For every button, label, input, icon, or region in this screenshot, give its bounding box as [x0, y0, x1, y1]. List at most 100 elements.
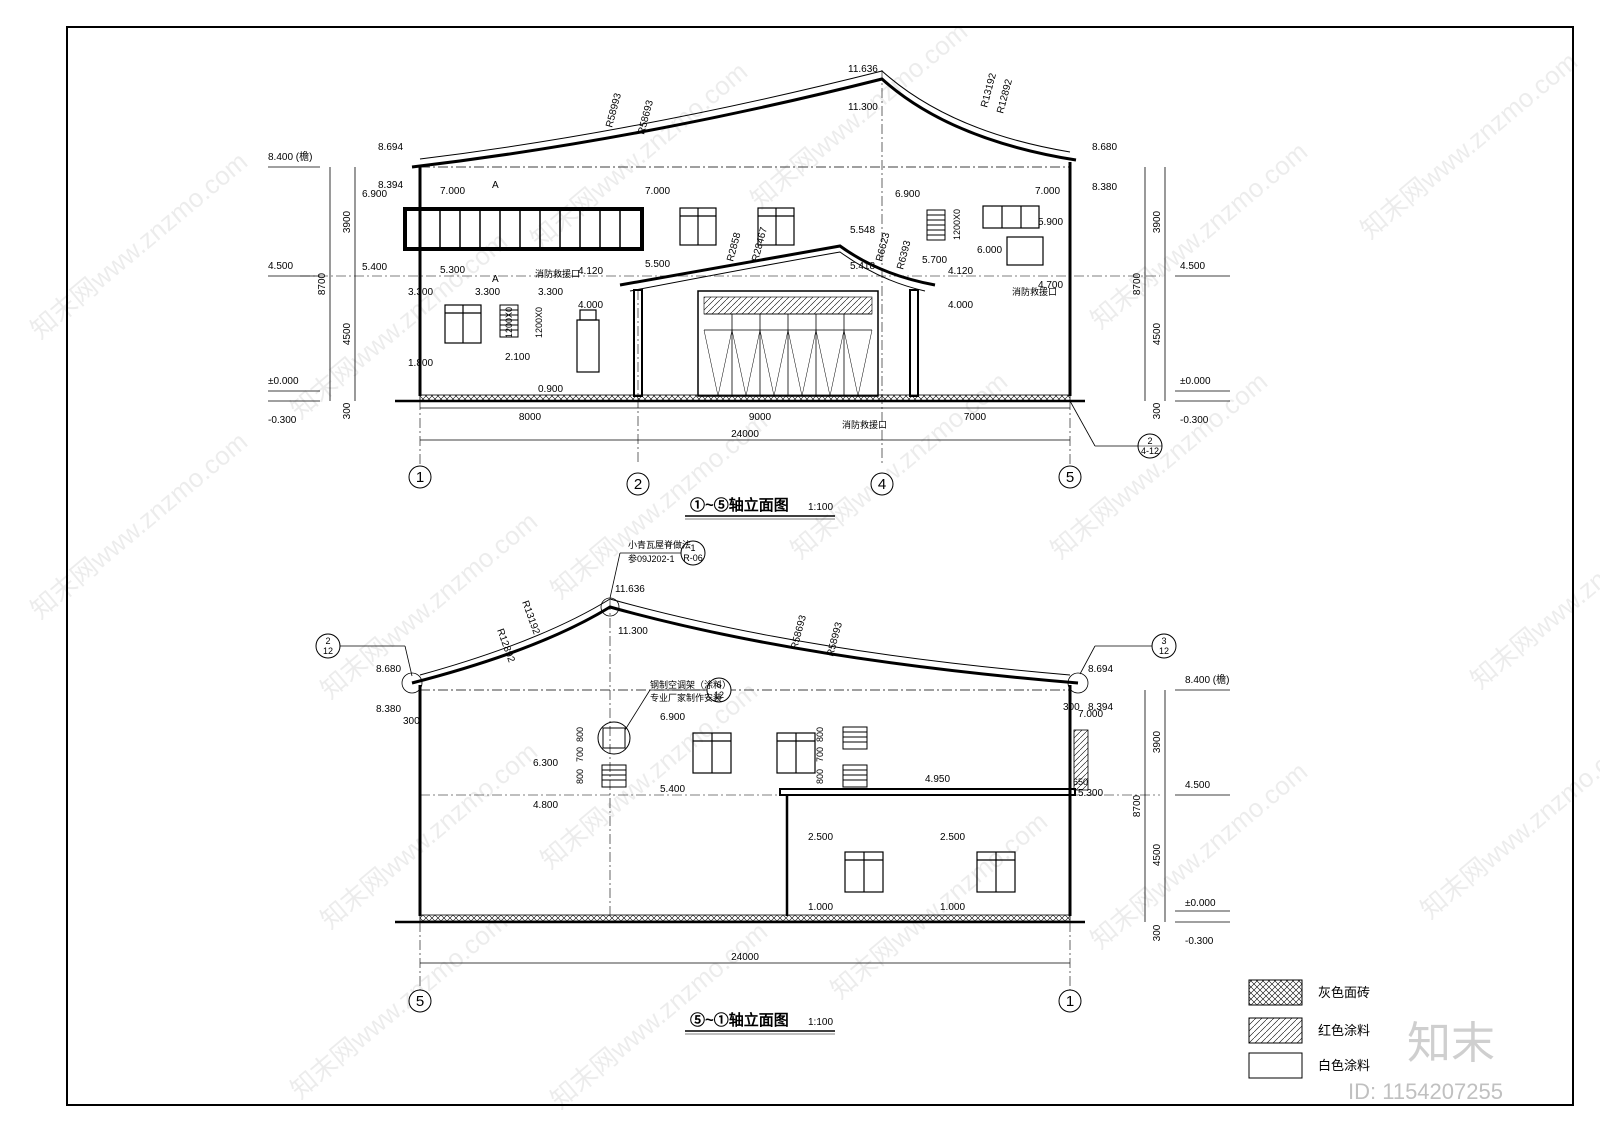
- eave-level: 8.680: [376, 664, 401, 675]
- grille-note: 专业厂家制作安装: [650, 692, 722, 703]
- eave-level: 8.680: [1092, 142, 1117, 153]
- detail-ref: 2: [325, 636, 330, 646]
- rescue-label: 消防救援口: [535, 268, 580, 279]
- elev-mark: 300: [1063, 702, 1080, 713]
- windows-e1: [444, 205, 1044, 373]
- elev-mark: 800: [815, 727, 825, 742]
- elev-mark: 5.548: [850, 225, 875, 236]
- level-mark: ±0.000: [1180, 376, 1211, 387]
- radius-label: R2858: [725, 231, 743, 263]
- legend-swatch-crosshatch: [1248, 979, 1303, 1006]
- material-legend: 灰色面砖 红色涂料 白色涂料: [1248, 979, 1370, 1079]
- elev-mark: 5.300: [440, 265, 465, 276]
- elev-mark: 3.300: [538, 287, 563, 298]
- radius-label: R28467: [750, 226, 770, 263]
- elev-mark: 800: [575, 769, 585, 784]
- vertical-dim: 4500: [1152, 322, 1163, 345]
- elev-mark: 1200X0: [534, 307, 544, 338]
- elev-mark: 2.100: [505, 352, 530, 363]
- elev-mark: 4.120: [578, 266, 603, 277]
- elev-mark: 5.500: [645, 259, 670, 270]
- elev-mark: 3.300: [408, 287, 433, 298]
- elev-mark: 1.000: [940, 902, 965, 913]
- rescue-label: 消防救援口: [842, 419, 887, 430]
- radius-label: R12892: [995, 78, 1015, 115]
- span-dim: 7000: [964, 412, 987, 423]
- vertical-dim: 3900: [1152, 210, 1163, 233]
- span-dim: 8000: [519, 412, 542, 423]
- elev-mark: 5.400: [660, 784, 685, 795]
- detail-ref: 12: [714, 690, 724, 700]
- watermark-text: 知末网www.znzmo.com: [315, 506, 543, 704]
- level-mark: -0.300: [1185, 936, 1214, 947]
- watermark-text: 知末网www.znzmo.com: [745, 16, 973, 214]
- detail-ref: R-06: [683, 553, 703, 563]
- axis-label: 2: [634, 476, 642, 493]
- legend-swatch-blank: [1248, 1052, 1303, 1079]
- elev-mark: 2.500: [808, 832, 833, 843]
- elev-mark: 4.950: [925, 774, 950, 785]
- level-mark: 4.500: [268, 261, 293, 272]
- elev-mark: 6.000: [977, 245, 1002, 256]
- detail-ref: 4-12: [1141, 446, 1159, 456]
- elev-mark: 650: [1073, 777, 1088, 787]
- elev-mark: 300: [403, 716, 420, 727]
- vertical-dim: 3900: [1152, 730, 1163, 753]
- elev-mark: 3.300: [475, 287, 500, 298]
- roof-curve: [411, 605, 1079, 685]
- total-dim: 24000: [731, 429, 759, 440]
- radius-label: R58993: [825, 621, 845, 658]
- section-mark: A: [492, 274, 499, 285]
- ridge-level: 11.300: [618, 626, 648, 637]
- elev-mark: 5.900: [1038, 217, 1063, 228]
- axis-label: 1: [1066, 993, 1074, 1010]
- vertical-dim: 8700: [1132, 794, 1143, 817]
- grille-note: 钢制空调架（涂料）: [650, 679, 731, 690]
- watermark-text: 知末网www.znzmo.com: [25, 146, 253, 344]
- elevation-scale: 1:100: [808, 1017, 833, 1028]
- brand-logo: 知末: [1407, 1019, 1495, 1068]
- elevation-title: ⑤~①轴立面图: [690, 1011, 789, 1029]
- elev-mark: 6.300: [533, 758, 558, 769]
- elev-mark: 1.000: [808, 902, 833, 913]
- watermark-text: 知末网www.znzmo.com: [315, 736, 543, 934]
- elev-mark: 4.700: [1038, 280, 1063, 291]
- ridge-level: 11.300: [848, 102, 878, 113]
- roof-curve: [411, 77, 1077, 169]
- watermark-text: 知末网www.znzmo.com: [1045, 366, 1273, 564]
- vertical-dim: 300: [1152, 924, 1163, 941]
- elev-mark: 6.900: [362, 189, 387, 200]
- elev-mark: 1200X0: [504, 307, 514, 338]
- canopy-slab: [779, 788, 1076, 796]
- elev-mark: 7.000: [645, 186, 670, 197]
- elev-mark: 1200X0: [952, 209, 962, 240]
- watermark-text: 知末网www.znzmo.com: [525, 56, 753, 254]
- elevation-1: 1 2 4 5 2 4-12 8000 9000 7000 24000 8.40…: [268, 64, 1230, 520]
- eave-level: 8.394: [378, 180, 403, 191]
- elev-mark: 6.900: [895, 189, 920, 200]
- ridge-level: 11.636: [615, 584, 645, 595]
- legend-label: 白色涂料: [1318, 1058, 1370, 1073]
- section-mark: A: [492, 180, 499, 191]
- legend-swatch-diagonal: [1248, 1017, 1303, 1044]
- detail-ref: 6: [716, 680, 721, 690]
- detail-ref: 12: [323, 646, 333, 656]
- elev-mark: 700: [575, 747, 585, 762]
- axis-label: 5: [1066, 469, 1074, 486]
- elev-mark: 5.400: [362, 262, 387, 273]
- elev-mark: 800: [815, 769, 825, 784]
- vertical-dim: 4500: [1152, 843, 1163, 866]
- level-mark: 4.500: [1185, 780, 1210, 791]
- elev-mark: 4.120: [948, 266, 973, 277]
- axis-label: 5: [416, 993, 424, 1010]
- elev-mark: 4.000: [578, 300, 603, 311]
- watermark-text: 知末网www.znzmo.com: [535, 676, 763, 874]
- eave-level: 8.394: [1088, 702, 1113, 713]
- elev-mark: 1.800: [408, 358, 433, 369]
- watermark-text: 知末网www.znzmo.com: [25, 426, 253, 624]
- elev-mark: 0.900: [538, 384, 563, 395]
- vertical-dim: 300: [342, 402, 353, 419]
- elev-mark: 4.800: [533, 800, 558, 811]
- level-mark: ±0.000: [268, 376, 299, 387]
